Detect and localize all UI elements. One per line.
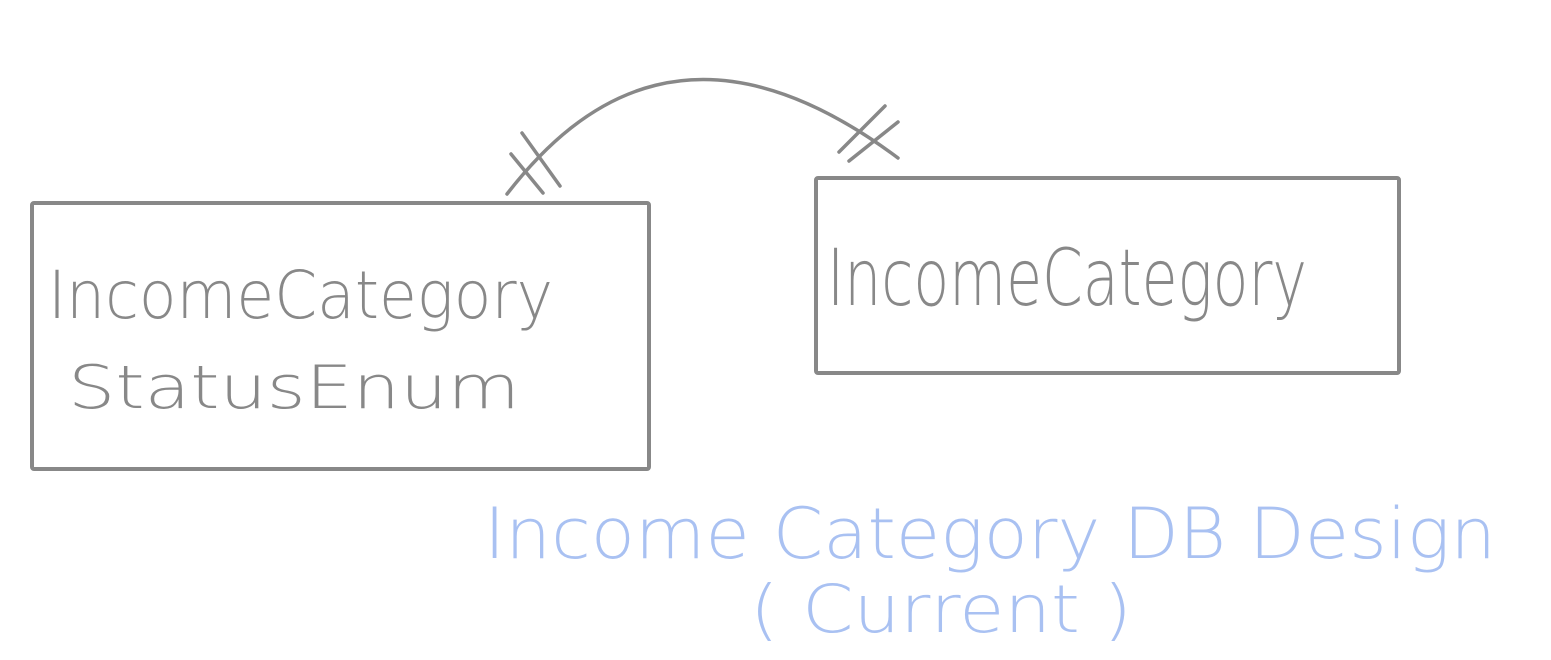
left-one-mark-inner [520,131,562,188]
caption-line-1: Income Category DB Design [484,493,1496,575]
entity-box [814,176,1401,375]
left-one-mark-outer [509,152,545,195]
entity-box [30,201,651,471]
right-one-mark-inner [847,120,900,163]
entity-name-line-1: IncomeCategory [827,234,1307,324]
entity-income-category[interactable]: IncomeCategory [814,176,1401,375]
diagram-caption: Income Category DB Design ( Current ) [484,493,1496,648]
caption-line-2: ( Current ) [750,571,1132,648]
entity-name-line-2: StatusEnum [68,353,520,423]
entity-income-category-status-enum[interactable]: IncomeCategory StatusEnum [30,201,651,471]
entity-name-line-1: IncomeCategory [48,257,553,334]
relationship-connector[interactable] [505,77,900,196]
right-one-mark-outer [837,104,887,154]
